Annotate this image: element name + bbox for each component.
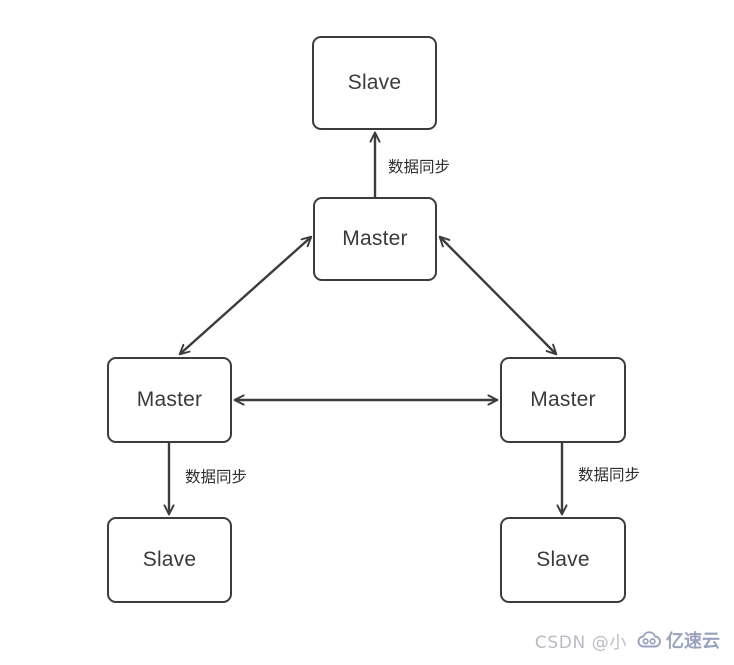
node-label: Slave — [347, 71, 402, 94]
node-slave-left[interactable]: Slave — [107, 517, 232, 603]
node-label: Master — [342, 227, 408, 250]
edge-label-master-right-to-slave-right: 数据同步 — [578, 466, 641, 484]
edge-master-top-master-left — [180, 237, 311, 354]
node-label: Slave — [142, 548, 197, 571]
edge-master-top-master-right — [440, 237, 556, 354]
node-label: Master — [136, 388, 203, 411]
cloud-icon — [637, 631, 661, 648]
edge-label-master-top-to-slave-top: 数据同步 — [388, 158, 451, 176]
node-master-top[interactable]: Master — [313, 197, 437, 281]
node-slave-top[interactable]: Slave — [312, 36, 437, 130]
watermark: CSDN @小 亿速云 — [535, 627, 720, 653]
brand-logo: 亿速云 — [636, 627, 720, 653]
brand-name: 亿速云 — [666, 631, 720, 652]
watermark-csdn-text: CSDN @小 — [534, 632, 627, 653]
node-label: Slave — [536, 548, 590, 571]
edge-label-master-left-to-slave-left: 数据同步 — [185, 468, 248, 486]
node-master-right[interactable]: Master — [500, 357, 626, 443]
node-master-left[interactable]: Master — [107, 357, 232, 443]
node-slave-right[interactable]: Slave — [500, 517, 626, 603]
node-label: Master — [530, 388, 596, 411]
